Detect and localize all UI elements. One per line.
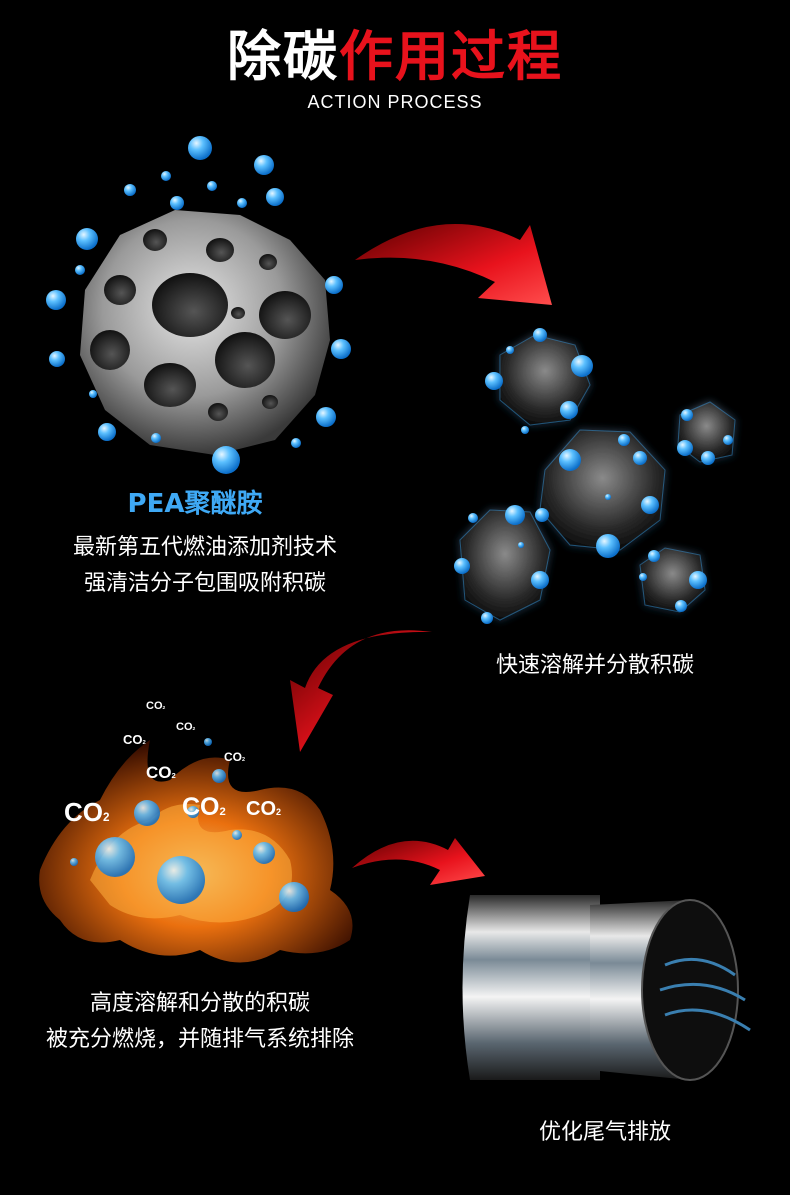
page-title: 除碳作用过程 — [0, 22, 790, 92]
co2-label: CO2 — [64, 797, 110, 827]
step1-description: 最新第五代燃油添加剂技术 强清洁分子包围吸附积碳 — [30, 530, 380, 602]
bubbles-around-particles — [454, 328, 733, 624]
step3-description: 高度溶解和分散的积碳 被充分燃烧，并随排气系统排除 — [10, 986, 390, 1058]
step3-line1: 高度溶解和分散的积碳 — [89, 991, 310, 1016]
title-part-white: 除碳 — [227, 25, 339, 88]
co2-label: CO2 — [123, 732, 146, 747]
title-part-red: 作用过程 — [339, 25, 563, 88]
co2-label: CO2 — [146, 700, 166, 712]
step1-line2: 强清洁分子包围吸附积碳 — [83, 571, 326, 596]
arrow-3 — [352, 838, 485, 885]
flame — [39, 740, 353, 963]
arrow-1 — [355, 224, 552, 305]
co2-label: CO2 — [246, 798, 282, 820]
co2-label: CO2 — [146, 763, 176, 782]
step2-description: 快速溶解并分散积碳 — [495, 653, 694, 678]
page-subtitle: ACTION PROCESS — [307, 92, 483, 112]
co2-label: CO2 — [224, 750, 245, 764]
bubbles-in-flame — [70, 738, 309, 912]
pea-label: PEA聚醚胺 — [127, 489, 263, 519]
step1-line1: 最新第五代燃油添加剂技术 — [72, 535, 337, 560]
co2-label: CO2 — [176, 721, 196, 733]
arrow-2 — [290, 630, 432, 752]
carbon-rock — [80, 210, 330, 455]
step3-line2: 被充分燃烧，并随排气系统排除 — [45, 1027, 354, 1052]
exhaust-pipe — [462, 895, 751, 1081]
co2-label: CO2 — [182, 793, 226, 821]
step4-description: 优化尾气排放 — [538, 1120, 671, 1145]
bubbles-around-rock — [46, 136, 351, 474]
